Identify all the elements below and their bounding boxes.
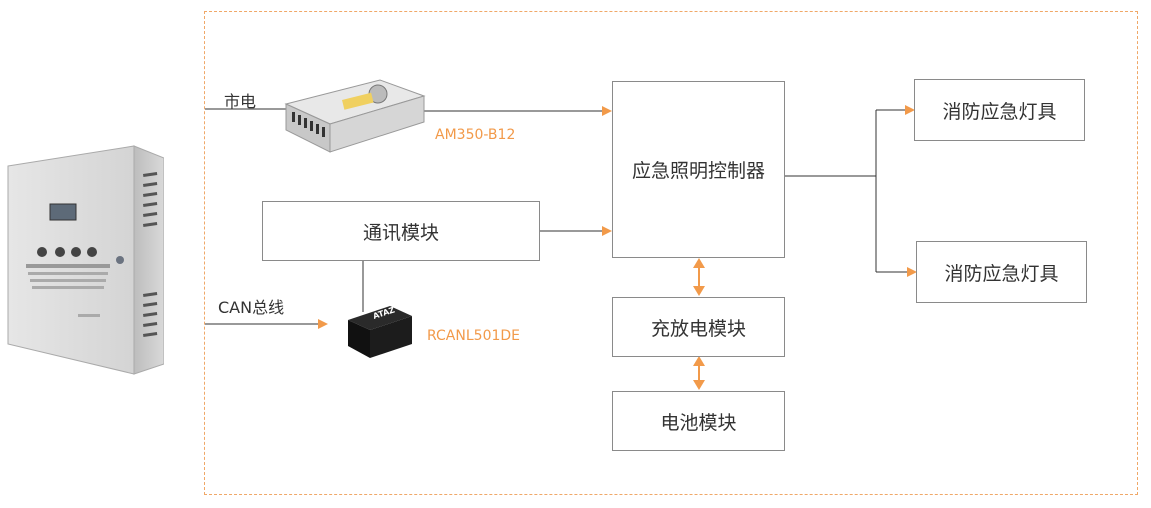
lamp-box-bottom: 消防应急灯具 — [916, 241, 1087, 303]
battery-module-box: 电池模块 — [612, 391, 785, 451]
lamp-box-top: 消防应急灯具 — [914, 79, 1085, 141]
charger-module-box: 充放电模块 — [612, 297, 785, 357]
comm-module-label: 通讯模块 — [362, 221, 439, 244]
power-supply-model: AM350-B12 — [435, 127, 516, 143]
charger-module-label: 充放电模块 — [650, 317, 746, 340]
can-bus-label: CAN总线 — [218, 298, 285, 317]
lamp-label-top: 消防应急灯具 — [942, 100, 1057, 123]
comm-module-box: 通讯模块 — [262, 201, 540, 261]
lamp-label-bottom: 消防应急灯具 — [944, 262, 1059, 285]
display-screen — [49, 203, 77, 221]
controller-label: 应急照明控制器 — [631, 160, 765, 182]
controller-box: 应急照明控制器 — [612, 81, 785, 258]
mains-label: 市电 — [224, 92, 257, 111]
can-module-image: ATAZ — [348, 305, 412, 358]
system-boundary-frame — [204, 11, 1138, 495]
power-supply-image — [284, 79, 426, 153]
can-module-model: RCANL501DE — [427, 328, 521, 344]
emergency-lighting-cabinet-image — [7, 145, 164, 375]
battery-module-label: 电池模块 — [660, 411, 737, 434]
